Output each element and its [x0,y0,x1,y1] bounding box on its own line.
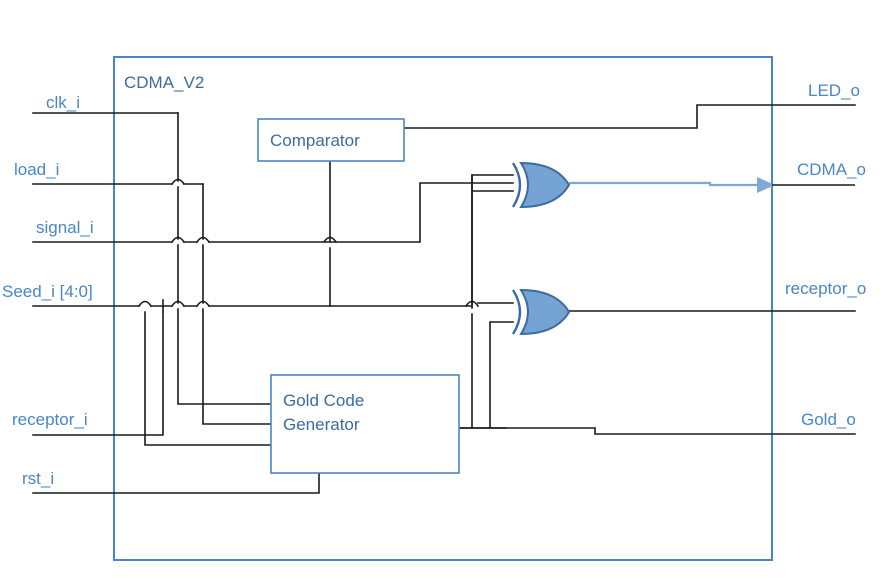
xor-gate-cdma[interactable] [511,161,571,209]
wire-seed-hop1 [170,300,186,308]
wire-gold-o [458,427,856,435]
wire-seed-hop2 [195,300,211,308]
input-label-rst-i: rst_i [22,469,54,488]
xor-gate-receptor-arc [511,289,522,335]
wire-seed-route [150,174,514,307]
module-title: CDMA_V2 [124,73,204,92]
wire-clk-trunk [177,112,272,405]
wire-load-hop [170,178,186,186]
wire-load-trunk [202,183,272,425]
block-gold-code-generator[interactable]: Gold Code Generator [270,374,460,474]
comparator-box[interactable] [257,118,405,162]
input-label-seed-i: Seed_i [4:0] [2,282,93,301]
input-label-signal-i: signal_i [36,218,94,237]
input-label-receptor-i: receptor_i [12,410,88,429]
output-label-cdma-o: CDMA_o [797,160,866,179]
gold-code-generator-label-line1: Gold Code [283,391,364,410]
xor-gate-receptor[interactable] [511,288,571,336]
wire-led-o [403,104,856,129]
wire-gold-riser-hop [464,300,480,308]
wire-xor2-in2 [489,321,514,429]
output-label-gold-o: Gold_o [801,410,856,429]
input-label-load-i: load_i [14,160,59,179]
wire-layer [32,104,856,494]
module-border [113,56,773,561]
gold-code-generator-box[interactable] [270,374,460,474]
wire-signal-i [32,182,514,243]
wire-rst-i [32,472,320,494]
wire-comparator-in-hop [322,236,338,244]
output-label-receptor-o: receptor_o [785,279,866,298]
wire-cdma-o-highlight [569,181,760,187]
wire-seed-down [144,311,272,446]
wire-signal-hop1 [170,236,186,244]
output-label-led-o: LED_o [808,81,860,100]
xor-gate-receptor-body [519,288,571,336]
xor-gate-cdma-arc [511,162,522,208]
cdma-o-arrowhead [757,177,775,193]
gold-code-generator-label-line2: Generator [283,415,360,434]
wire-receptor-i [32,311,164,436]
wire-seed-hop-a [137,300,153,308]
comparator-label: Comparator [270,131,360,150]
input-label-clk-i: clk_i [46,93,80,112]
block-comparator[interactable]: Comparator [257,118,405,162]
xor-gate-cdma-body [519,161,571,209]
wire-signal-hop2 [195,236,211,244]
